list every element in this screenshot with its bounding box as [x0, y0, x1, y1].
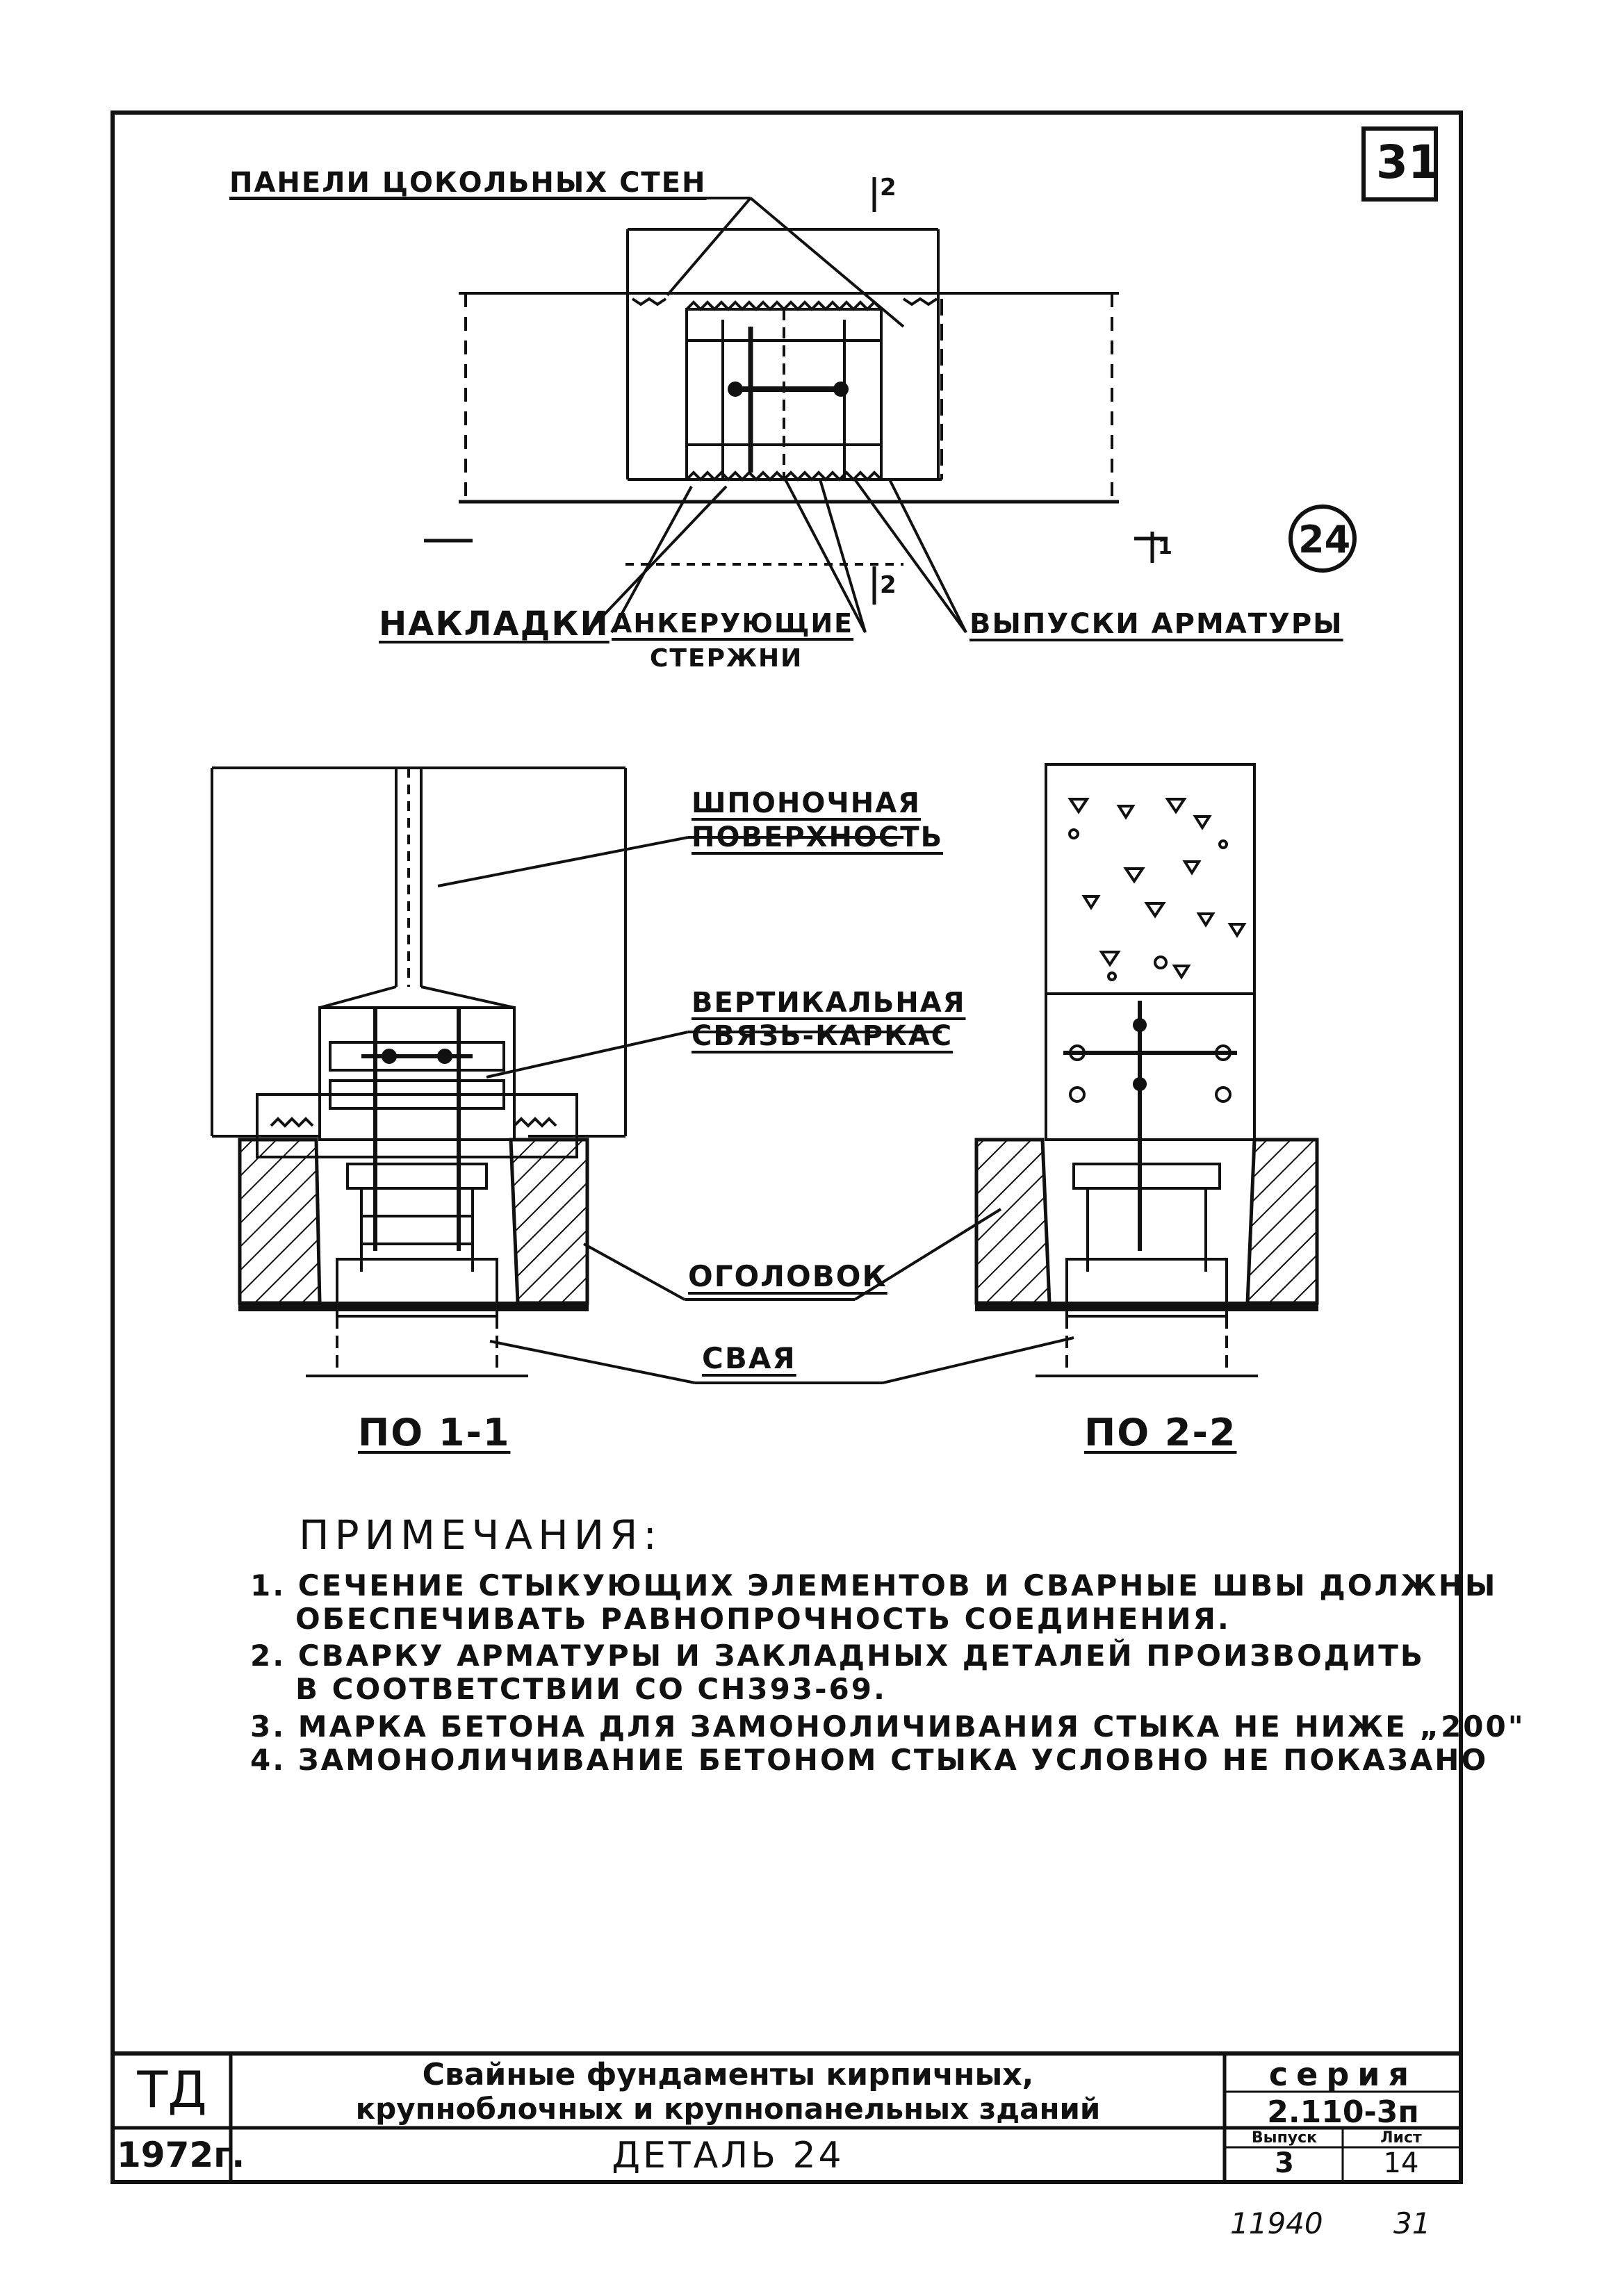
title-line-1: Свайные фундаменты кирпичных, [422, 2057, 1034, 2092]
section-2-2-title: ПО 2-2 [1084, 1411, 1237, 1454]
issue-value: 3 [1275, 2147, 1294, 2179]
cut-mark-right: 1 [1158, 535, 1174, 559]
sheet-value: 14 [1383, 2147, 1419, 2179]
org-code: ТД [137, 2060, 207, 2119]
label-vertical-2: СВЯЗЬ-КАРКАС [692, 1020, 954, 1052]
label-vertical-1: ВЕРТИКАЛЬНАЯ [692, 987, 966, 1019]
section-2-2 [853, 763, 1319, 1384]
title-line-2: крупноблочных и крупнопанельных зданий [355, 2092, 1101, 2126]
note-line-3: 2. СВАРКУ АРМАТУРЫ И ЗАКЛАДНЫХ ДЕТАЛЕЙ П… [250, 1639, 1425, 1673]
sheet-frame [111, 110, 1463, 2184]
title-block-frame [113, 2051, 1461, 2182]
sheet-label: Лист [1380, 2129, 1422, 2147]
label-anchor-line1: АНКЕРУЮЩИЕ [612, 608, 854, 639]
archive-number: 11940 [1230, 2206, 1323, 2240]
label-key-surface-2: ПОВЕРХНОСТЬ [692, 821, 944, 853]
issue-label: Выпуск [1251, 2129, 1318, 2147]
year: 1972г. [117, 2135, 245, 2175]
series-label: серия [1268, 2056, 1418, 2093]
label-anchor-line2: СТЕРЖНИ [650, 644, 803, 673]
note-line-6: 4. ЗАМОНОЛИЧИВАНИЕ БЕТОНОМ СТЫКА УСЛОВНО… [250, 1743, 1489, 1777]
series-value: 2.110-3п [1267, 2094, 1419, 2130]
plan-view [229, 177, 1357, 634]
label-key-surface-1: ШПОНОЧНАЯ [692, 787, 921, 819]
detail-mark: 24 [1298, 518, 1351, 561]
cut-mark-bottom: 2 [880, 571, 898, 599]
label-panels: ПАНЕЛИ ЦОКОЛЬНЫХ СТЕН [229, 167, 707, 199]
detail-title: ДЕТАЛЬ 24 [612, 2135, 844, 2176]
section-1-1-title: ПО 1-1 [358, 1411, 511, 1454]
cut-mark-top: 2 [880, 174, 898, 202]
section-1-1 [211, 766, 942, 1384]
footer-page: 31 [1393, 2206, 1431, 2240]
label-rebar: ВЫПУСКИ АРМАТУРЫ [969, 608, 1343, 640]
label-cap: ОГОЛОВОК [688, 1259, 887, 1293]
sheet-number: 31 [1376, 136, 1440, 189]
label-overlays: НАКЛАДКИ [379, 605, 609, 643]
note-line-1: 1. СЕЧЕНИЕ СТЫКУЮЩИХ ЭЛЕМЕНТОВ И СВАРНЫЕ… [250, 1568, 1498, 1602]
notes-title: ПРИМЕЧАНИЯ: [299, 1511, 662, 1559]
note-line-2: ОБЕСПЕЧИВАТЬ РАВНОПРОЧНОСТЬ СОЕДИНЕНИЯ. [295, 1602, 1231, 1636]
note-line-4: В СООТВЕТСТВИИ СО СН393-69. [295, 1672, 887, 1706]
note-line-5: 3. МАРКА БЕТОНА ДЛЯ ЗАМОНОЛИЧИВАНИЯ СТЫК… [250, 1709, 1525, 1744]
label-pile: СВАЯ [702, 1341, 796, 1375]
